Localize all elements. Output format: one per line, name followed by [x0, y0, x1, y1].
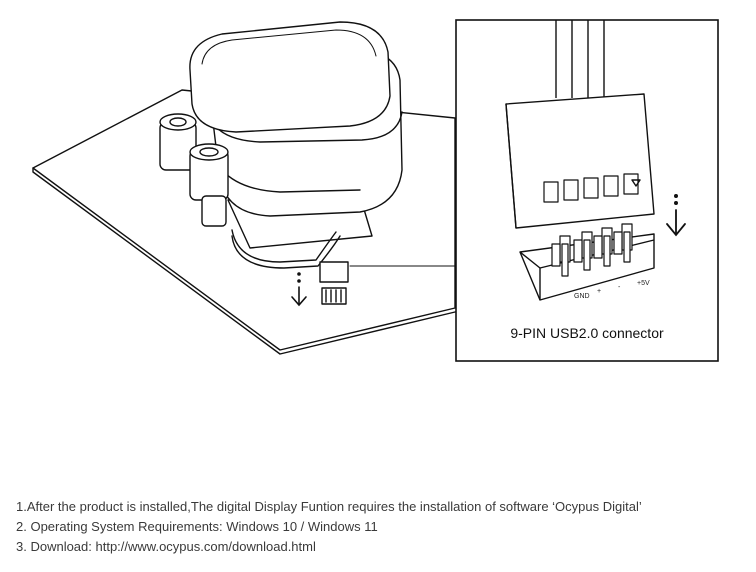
inset-cable	[555, 20, 605, 98]
fitting-upper	[159, 113, 197, 171]
fitting-lower	[189, 143, 229, 227]
diagram-illustration	[32, 19, 719, 362]
inset-plug	[505, 93, 655, 229]
instruction-item: 2. Operating System Requirements: Window…	[16, 519, 378, 534]
instruction-item: 1.After the product is installed,The dig…	[16, 499, 642, 514]
plug-sockets	[543, 173, 639, 203]
pin-label-minus: -	[618, 284, 621, 291]
pump-cap	[189, 21, 391, 133]
down-arrow-icon	[291, 272, 307, 307]
header-pins	[551, 223, 633, 277]
pin-label-5v: +5V	[637, 280, 650, 287]
instruction-item: 3. Download: http://www.ocypus.com/downl…	[16, 539, 316, 554]
usb-cable	[231, 229, 337, 263]
inset-caption: 9-PIN USB2.0 connector	[510, 325, 664, 341]
usb-plug	[319, 261, 349, 283]
down-arrow-icon	[666, 193, 686, 237]
installation-diagram: GND + - +5V 9-PIN USB2.0 connector	[32, 19, 719, 362]
instruction-list: 1.After the product is installed,The dig…	[16, 497, 746, 557]
pin-label-gnd: GND	[574, 293, 590, 300]
pin-label-plus: +	[597, 288, 602, 295]
